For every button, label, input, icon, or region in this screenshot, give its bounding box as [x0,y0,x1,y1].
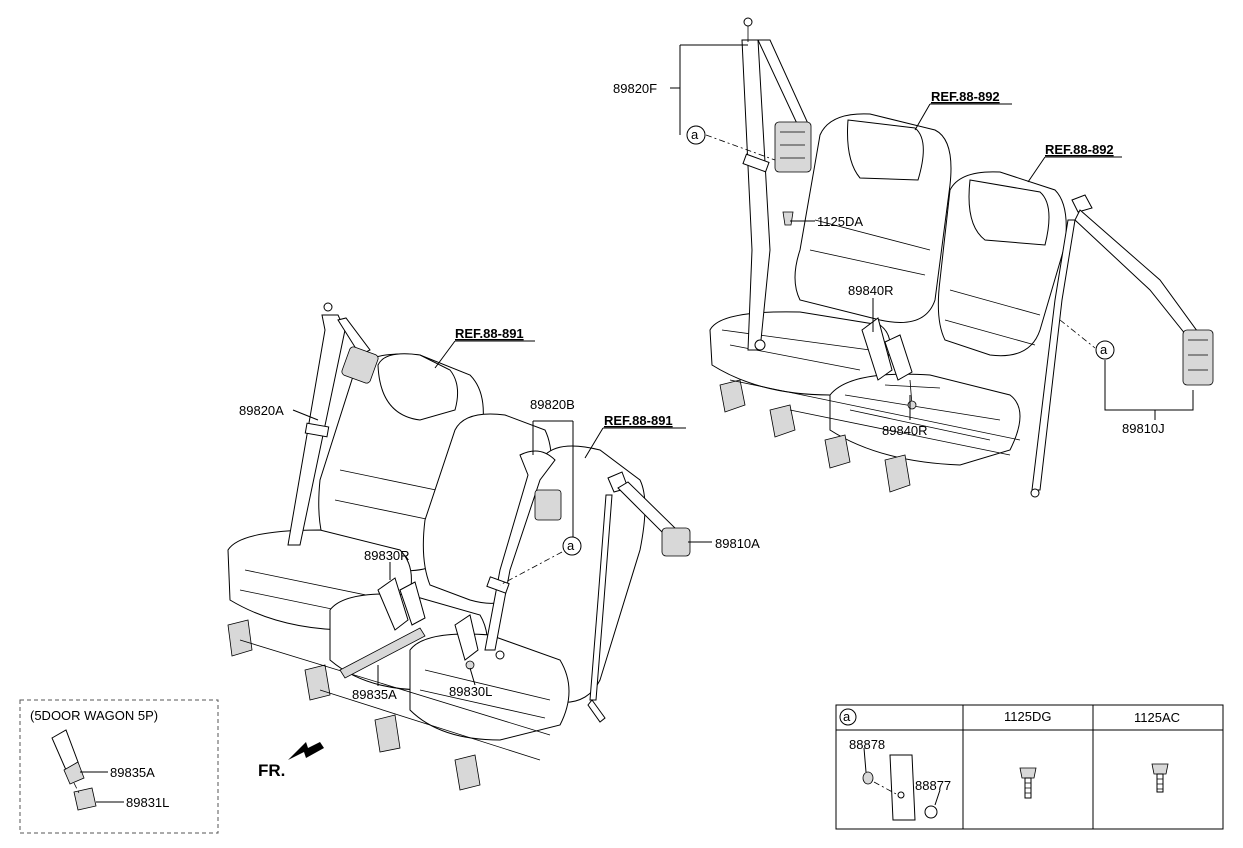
part-label-89820F: 89820F [613,81,657,96]
table-header-a: a [843,709,851,724]
table-header-1125DG: 1125DG [1004,709,1051,724]
part-label-89835A: 89835A [352,687,397,702]
ref-label-top-center: REF.88-892 [931,89,1000,104]
seat-belt-89820B [484,450,562,660]
seat-belt-89820A [287,302,379,546]
front-label: FR. [258,761,285,780]
buckles-second-row [339,577,479,679]
inset-part-89835A: 89835A [110,765,155,780]
part-label-89830L: 89830L [449,684,492,699]
part-label-89820A: 89820A [239,403,284,418]
front-direction-arrow [288,742,324,760]
part-label-89810J: 89810J [1122,421,1165,436]
part-label-89830R: 89830R [364,548,410,563]
part-label-89840R-top: 89840R [848,283,894,298]
marker-a-right: a [1100,342,1108,357]
third-row-seat-assembly [709,113,1067,493]
part-label-89810A: 89810A [715,536,760,551]
marker-a-top: a [691,127,699,142]
part-label-89820B: 89820B [530,397,575,412]
part-label-1125DA: 1125DA [817,214,863,229]
inset-part-89831L: 89831L [126,795,169,810]
variant-inset [19,699,219,834]
fastener-table [835,704,1224,830]
table-part-88877: 88877 [915,778,951,793]
seat-belt-89820F [741,17,812,351]
seat-belt-89810A [587,471,691,723]
marker-a-center: a [567,538,575,553]
leader-lines [292,44,1194,686]
table-part-88878: 88878 [849,737,885,752]
inset-title: (5DOOR WAGON 5P) [30,708,158,723]
ref-label-mid-left: REF.88-891 [455,326,524,341]
ref-label-mid-center: REF.88-891 [604,413,673,428]
part-label-89840R-bottom: 89840R [882,423,928,438]
second-row-seat-assembly [227,353,646,791]
seat-belt-89810J [1030,194,1214,498]
ref-label-top-right: REF.88-892 [1045,142,1114,157]
table-header-1125AC: 1125AC [1134,710,1180,725]
